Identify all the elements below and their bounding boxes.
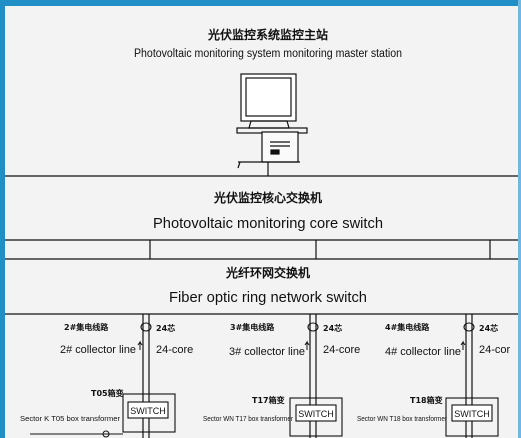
- collector-4: 4#集电线路 4# collector line 24芯 24-cor T18箱…: [357, 314, 511, 438]
- switch-t18: [451, 404, 493, 422]
- box-t17-en: Sector WN T17 box transformer: [203, 416, 294, 423]
- ring-switch-cn: 光纤环网交换机: [225, 265, 310, 280]
- box-t05-en: Sector K T05 box transformer: [20, 416, 121, 423]
- switch-t17-label: SWITCH: [298, 409, 334, 419]
- collector-3-cn: 3#集电线路: [230, 322, 275, 332]
- switch-t17: [295, 404, 337, 422]
- collector-2-cn: 2#集电线路: [64, 322, 109, 332]
- fiber-ring-icon: [140, 322, 152, 332]
- collector-3-core-en: 24-core: [323, 344, 360, 356]
- collector-4-cn: 4#集电线路: [385, 322, 430, 332]
- master-title-cn: 光伏监控系统监控主站: [207, 27, 328, 42]
- collector-3: 3#集电线路 3# collector line 24芯 24-core T17…: [203, 314, 360, 438]
- collector-3-core-cn: 24芯: [323, 323, 342, 333]
- collector-4-core-cn: 24芯: [479, 323, 498, 333]
- switch-t05-label: SWITCH: [130, 406, 166, 416]
- collector-4-core-en: 24-cor: [479, 344, 511, 356]
- frame-right-border: [518, 0, 521, 438]
- core-switch-cn: 光伏监控核心交换机: [213, 190, 322, 205]
- fiber-ring-icon: [307, 322, 319, 332]
- switch-t05: [127, 401, 169, 419]
- collector-3-en: 3# collector line: [229, 346, 305, 358]
- box-t05-cn: T05箱变: [91, 388, 124, 398]
- collector-4-en: 4# collector line: [385, 346, 461, 358]
- frame-left-border: [0, 0, 5, 438]
- box-t18-en: Sector WN T18 box transformer: [357, 416, 448, 423]
- collector-2: 2#集电线路 2# collector line 24芯 24-core T05…: [20, 314, 193, 438]
- collector-2-core-en: 24-core: [156, 344, 193, 356]
- switch-t18-label: SWITCH: [454, 409, 490, 419]
- core-switch-en: Photovoltaic monitoring core switch: [153, 215, 383, 232]
- frame-top-border: [0, 0, 521, 6]
- ring-switch-en: Fiber optic ring network switch: [169, 289, 367, 306]
- collector-2-en: 2# collector line: [60, 344, 136, 356]
- box-t18-cn: T18箱变: [410, 395, 443, 405]
- fiber-ring-icon: [463, 322, 475, 332]
- master-title-en: Photovoltaic monitoring system monitorin…: [134, 48, 402, 60]
- computer-icon: [236, 73, 308, 169]
- box-t17-cn: T17箱变: [252, 395, 285, 405]
- collector-2-core-cn: 24芯: [156, 323, 175, 333]
